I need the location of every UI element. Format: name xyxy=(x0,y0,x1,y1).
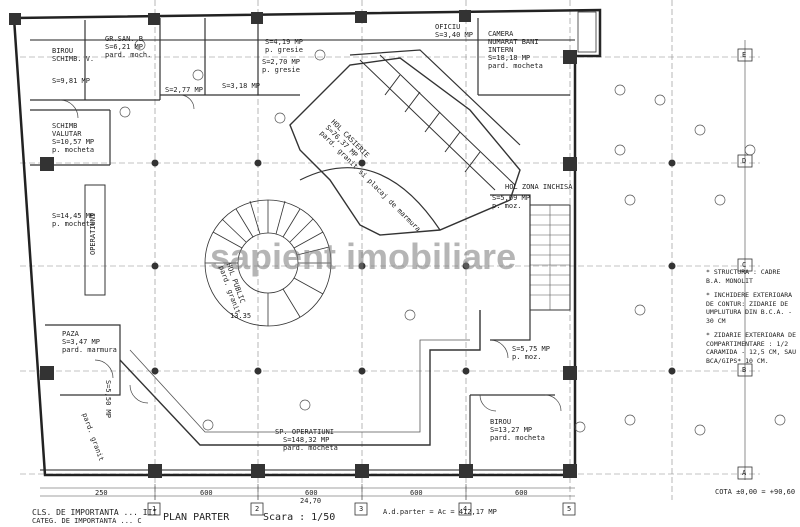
dimension: 600 xyxy=(515,489,528,497)
axis-label: 5 xyxy=(567,505,572,513)
axis-label: 1 xyxy=(152,505,157,513)
dimension: 250 xyxy=(95,489,108,497)
axis-label: B xyxy=(742,366,747,374)
room-label: S=3,18 MP xyxy=(222,82,260,90)
dimension: 13.35 xyxy=(230,312,252,320)
cashier-booths xyxy=(359,54,516,191)
operations-counter xyxy=(119,310,481,446)
plan-title: PLAN PARTER xyxy=(163,512,230,523)
dimension: 600 xyxy=(410,489,423,497)
axis-label: 3 xyxy=(359,505,364,513)
axis-label: 4 xyxy=(463,505,468,513)
dimension: 24,70 xyxy=(300,497,322,505)
structure-notes: * STRUCTURA : CADRE B.A. MONOLIT * INCHI… xyxy=(706,268,797,365)
title-block: CLS. DE IMPORTANTA ... III CATEG. DE IMP… xyxy=(28,508,788,527)
watermark: sapient imobiliare xyxy=(210,236,517,277)
room-label: S=5,50 MP xyxy=(104,380,112,418)
axis-label: C xyxy=(742,261,747,269)
dimension: 600 xyxy=(200,489,213,497)
operatiuni-counter xyxy=(84,184,106,296)
hol-casierie-outline xyxy=(289,57,521,236)
dimension: 600 xyxy=(305,489,318,497)
axis-label: A xyxy=(742,469,747,477)
room-label: S=2,77 MP xyxy=(165,86,203,94)
plan-scale: Scara : 1/50 xyxy=(263,512,336,523)
axis-label: D xyxy=(742,157,747,165)
dimension-lines xyxy=(40,40,746,500)
spiral-staircase xyxy=(204,199,332,327)
room-label: HOL ZONA INCHISA xyxy=(505,183,573,191)
room-label: OPERATIUNI xyxy=(89,212,97,255)
top-partitions xyxy=(30,18,570,166)
dimension: COTA ±0,00 = +90,60 xyxy=(715,488,796,496)
plan-area: A.d.parter = Ac = 412,17 MP xyxy=(383,508,497,516)
axis-markers xyxy=(147,48,753,516)
axis-label: E xyxy=(742,51,747,59)
door-swings xyxy=(59,94,562,412)
importance-category: CATEG. DE IMPORTANTA ... C xyxy=(32,517,142,525)
axis-label: 2 xyxy=(255,505,260,513)
structural-grid xyxy=(20,0,760,500)
importance-class: CLS. DE IMPORTANTA ... III xyxy=(32,508,158,517)
